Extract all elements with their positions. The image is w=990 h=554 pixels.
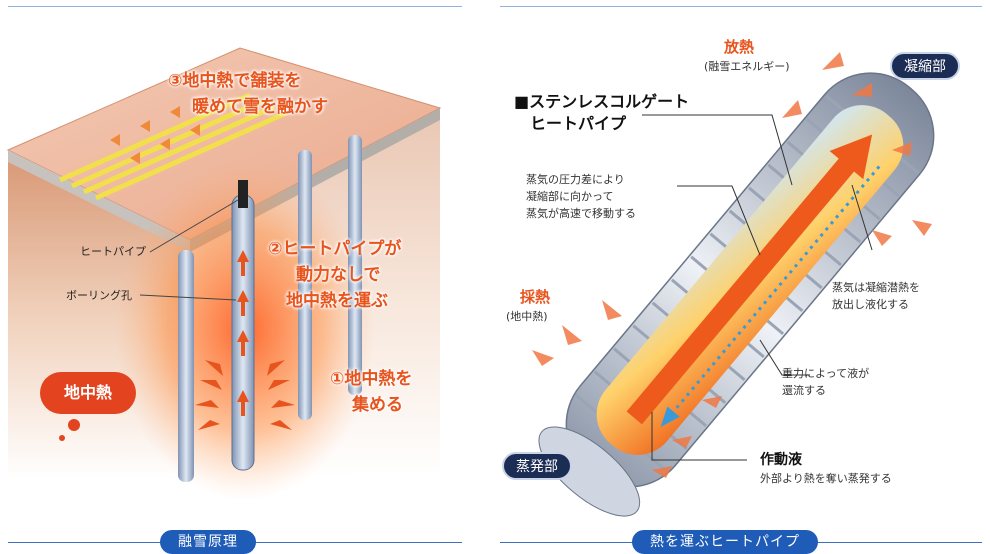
evaporator-label: 蒸発部 xyxy=(502,452,572,480)
geothermal-dot-1 xyxy=(68,419,80,431)
vapor-note-3: 蒸気が高速で移動する xyxy=(526,207,636,220)
leader-boring xyxy=(139,294,237,301)
geothermal-badge: 地中熱 xyxy=(40,372,136,414)
pipe-left xyxy=(178,250,194,482)
pipe-back-1 xyxy=(298,150,312,420)
collect-heat-title: 採熱 xyxy=(520,288,551,306)
gravity-note-2: 還流する xyxy=(782,384,826,397)
release-arrows xyxy=(782,52,932,246)
leader-heatpipe xyxy=(149,199,239,253)
collect-arrows xyxy=(532,300,722,478)
heat-pipe-illustration xyxy=(532,52,935,517)
boring-hole-label: ボーリング孔 xyxy=(66,289,132,302)
step2-line3: 地中熱を運ぶ xyxy=(286,291,388,311)
condense-note-1: 蒸気は凝縮潜熱を xyxy=(832,281,920,294)
heat-collect-arrows xyxy=(195,360,295,430)
step3-line2: 暖めて雪を融かす xyxy=(192,97,328,117)
step1-line1: ①地中熱を xyxy=(330,369,413,389)
working-fluid-title: 作動液 xyxy=(760,452,802,468)
vapor-note-1: 蒸気の圧力差により xyxy=(526,173,625,186)
working-fluid-note: 外部より熱を奪い蒸発する xyxy=(760,472,892,485)
condense-note-2: 放出し液化する xyxy=(832,298,909,311)
snow-melting-principle-panel: ③地中熱で舗装を 暖めて雪を融かす ②ヒートパイプが 動力なしで 地中熱を運ぶ … xyxy=(0,0,470,554)
step1-line2: 集める xyxy=(352,395,403,415)
heat-pipe-label: ヒートパイプ xyxy=(80,245,146,258)
top-rule xyxy=(8,6,462,7)
pipe-head xyxy=(238,180,248,208)
step2-line1: ②ヒートパイプが xyxy=(268,239,402,259)
ground-cross-section xyxy=(6,47,442,500)
top-rule-right xyxy=(500,6,982,7)
step3-line1: ③地中熱で舗装を xyxy=(168,71,302,91)
heat-pipe-panel: 放熱 (融雪エネルギー) ■ステンレスコルゲート ヒートパイプ 蒸気の圧力差によ… xyxy=(492,0,990,554)
condenser-label: 凝縮部 xyxy=(890,52,960,80)
evaporator-end-cap xyxy=(538,426,641,517)
step2-line2: 動力なしで xyxy=(296,265,381,285)
upward-arrows xyxy=(237,250,249,416)
heat-pipe-title-line1: ■ステンレスコルゲート xyxy=(514,92,690,111)
collect-heat-sub: (地中熱) xyxy=(506,310,548,323)
leader-lines xyxy=(642,114,873,461)
release-heat-sub: (融雪エネルギー) xyxy=(704,60,790,73)
caption-snow-melting: 融雪原理 xyxy=(160,530,256,554)
release-heat-title: 放熱 xyxy=(724,38,755,56)
liquid-return-arrowhead xyxy=(660,406,680,427)
pipe-back-2 xyxy=(348,135,362,395)
pavement-heat-arrows xyxy=(110,106,200,164)
vapor-flow-arrow xyxy=(626,134,873,425)
heat-pipe-title-line2: ヒートパイプ xyxy=(530,114,627,133)
caption-heat-pipe: 熱を運ぶヒートパイプ xyxy=(632,530,818,554)
geothermal-dot-2 xyxy=(59,435,65,441)
gravity-note-1: 重力によって液が xyxy=(782,367,870,380)
vapor-note-2: 凝縮部に向かって xyxy=(526,190,614,203)
